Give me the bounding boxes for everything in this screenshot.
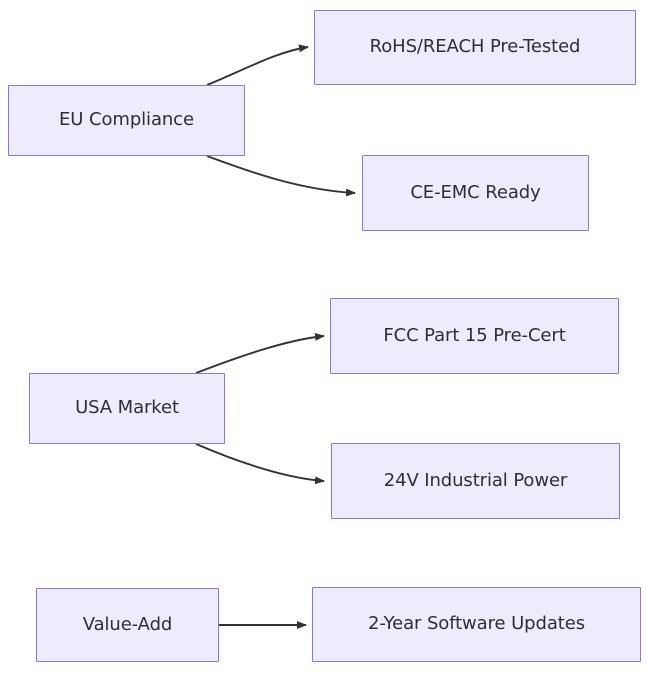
node-eu-compliance[interactable]: EU Compliance: [8, 85, 245, 156]
node-fcc-part15[interactable]: FCC Part 15 Pre-Cert: [330, 298, 619, 374]
edge-eu-to-ce: [206, 155, 356, 197]
node-label: Value-Add: [82, 613, 173, 635]
node-label: FCC Part 15 Pre-Cert: [383, 324, 566, 346]
edge-usa-to-24v: [195, 443, 325, 485]
node-label: RoHS/REACH Pre-Tested: [369, 36, 581, 58]
node-label: 2-Year Software Updates: [368, 613, 585, 635]
node-value-add[interactable]: Value-Add: [36, 588, 219, 662]
edge-eu-to-rohs: [206, 44, 309, 86]
node-usa-market[interactable]: USA Market: [29, 373, 225, 444]
node-label: USA Market: [75, 397, 179, 419]
node-software-updates[interactable]: 2-Year Software Updates: [312, 587, 641, 662]
node-label: CE-EMC Ready: [410, 181, 541, 203]
node-label: 24V Industrial Power: [383, 469, 568, 491]
node-rohs-reach[interactable]: RoHS/REACH Pre-Tested: [314, 10, 636, 85]
node-label: EU Compliance: [59, 109, 194, 131]
node-24v-industrial-power[interactable]: 24V Industrial Power: [331, 443, 620, 519]
node-ce-emc[interactable]: CE-EMC Ready: [362, 155, 589, 231]
edge-usa-to-fcc: [195, 332, 325, 374]
